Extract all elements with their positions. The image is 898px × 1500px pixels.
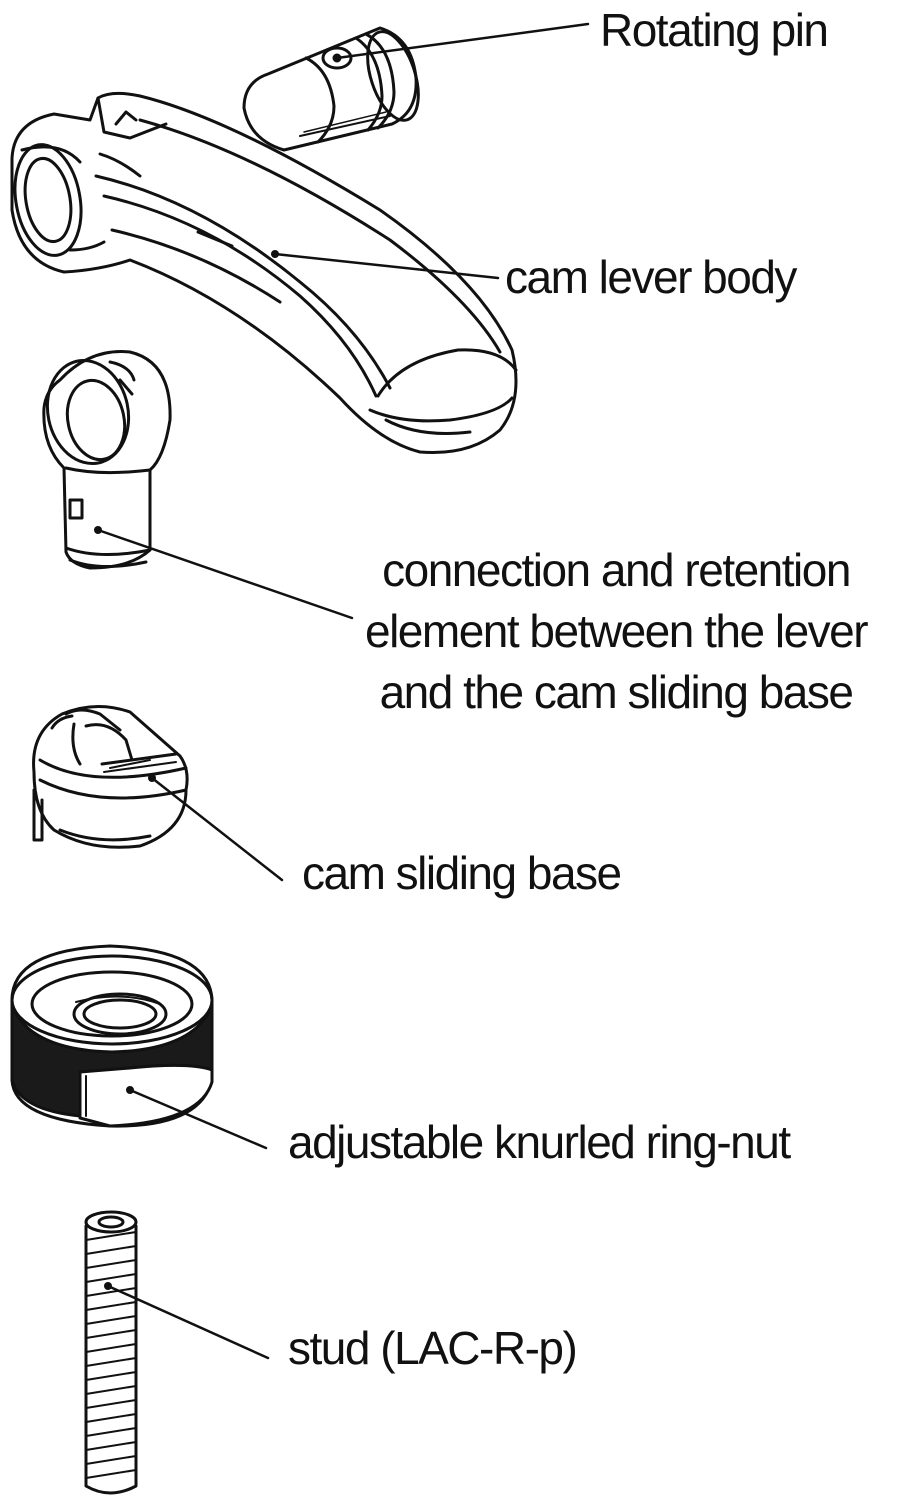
rotating-pin-part [242,26,420,152]
stud-part [84,1210,138,1495]
cam-sliding-base-part [32,704,189,849]
leader-line-connection-element [96,528,354,620]
label-connection-element: connection and retention element between… [365,540,869,724]
label-cam-sliding-base: cam sliding base [302,847,622,899]
connection-element-part [42,350,172,570]
label-connection-element-line1: connection and retention [382,544,851,596]
leader-line-ring-nut [128,1088,268,1150]
label-stud: stud (LAC-R-p) [288,1322,578,1374]
label-cam-lever-body: cam lever body [505,251,797,303]
ring-nut-part [10,944,214,1128]
leader-line-rotating-pin [335,22,590,60]
leader-line-cam-sliding-base [150,776,284,882]
leader-line-stud [106,1284,270,1360]
label-ring-nut: adjustable knurled ring-nut [288,1116,791,1168]
leader-line-cam-lever-body [273,252,500,280]
label-rotating-pin: Rotating pin [600,4,829,56]
cam-lever-body-part [10,91,518,454]
label-connection-element-line2: element between the lever [365,605,869,658]
label-connection-element-line3: and the cam sliding base [379,666,854,719]
